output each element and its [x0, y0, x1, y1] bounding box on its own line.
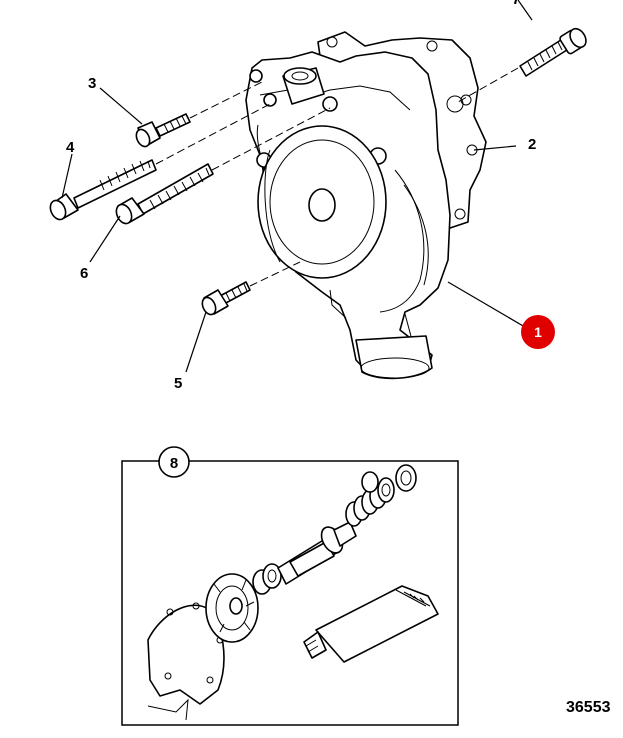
repair-kit-inset: 8: [121, 446, 459, 726]
bolt-4: [49, 159, 157, 221]
inset-label: 8: [170, 455, 178, 472]
callout-6-label: 6: [80, 265, 88, 282]
bolt-5: [201, 281, 251, 316]
callout-2-label: 2: [528, 136, 536, 153]
seal-spring: [345, 477, 395, 527]
alignment-lines: [155, 67, 519, 287]
bolt-3: [135, 113, 191, 148]
pump-body-part: [245, 51, 464, 380]
callout-1: 1: [521, 315, 555, 349]
bolt-7: [519, 27, 587, 77]
callout-5-label: 5: [174, 375, 182, 392]
callout-1-label: 1: [534, 324, 542, 340]
callout-3-label: 3: [88, 75, 96, 92]
bolt-6: [115, 163, 214, 225]
callout-4-label: 4: [66, 139, 75, 156]
callout-7-label: 7: [512, 0, 520, 8]
leader-lines: [61, 0, 533, 373]
reference-number: 36553: [566, 699, 611, 716]
sealant-tube: [303, 585, 439, 663]
